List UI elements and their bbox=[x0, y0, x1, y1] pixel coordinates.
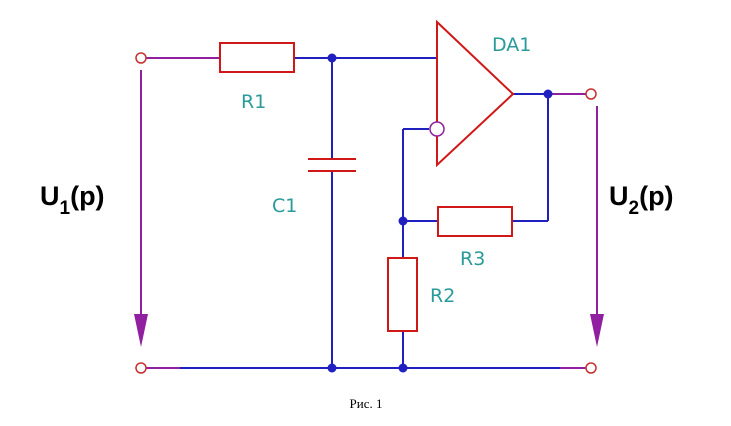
opamp-da1 bbox=[436, 19, 515, 168]
label-r2: R2 bbox=[430, 285, 455, 307]
terminal-input-bottom bbox=[135, 362, 147, 374]
node-r1-c1 bbox=[327, 53, 337, 63]
input-voltage-sub: 1 bbox=[60, 198, 71, 219]
node-r2-ground bbox=[398, 363, 408, 373]
resistor-r2 bbox=[387, 257, 418, 332]
label-input-voltage: U1(p) bbox=[40, 181, 105, 219]
resistor-r3 bbox=[437, 206, 513, 237]
input-voltage-arg: (p) bbox=[70, 181, 104, 211]
label-da1: DA1 bbox=[492, 34, 531, 56]
label-output-voltage: U2(p) bbox=[609, 181, 674, 219]
label-r3: R3 bbox=[460, 248, 485, 270]
resistor-r1 bbox=[219, 42, 295, 73]
terminal-output-bottom bbox=[585, 362, 597, 374]
label-c1: C1 bbox=[272, 195, 297, 217]
opamp-inverting-bubble bbox=[429, 121, 445, 137]
terminal-input-top bbox=[135, 52, 147, 64]
node-r2-r3 bbox=[398, 216, 408, 226]
output-voltage-main: U bbox=[609, 181, 629, 211]
figure-caption: Рис. 1 bbox=[350, 396, 383, 411]
arrow-output-head bbox=[590, 314, 604, 347]
node-output bbox=[543, 89, 553, 99]
arrow-input-head bbox=[134, 314, 148, 347]
node-c1-ground bbox=[327, 363, 337, 373]
output-voltage-arg: (p) bbox=[639, 181, 673, 211]
label-r1: R1 bbox=[241, 91, 266, 113]
output-voltage-sub: 2 bbox=[629, 198, 640, 219]
terminal-output-top bbox=[585, 88, 597, 100]
input-voltage-main: U bbox=[40, 181, 60, 211]
